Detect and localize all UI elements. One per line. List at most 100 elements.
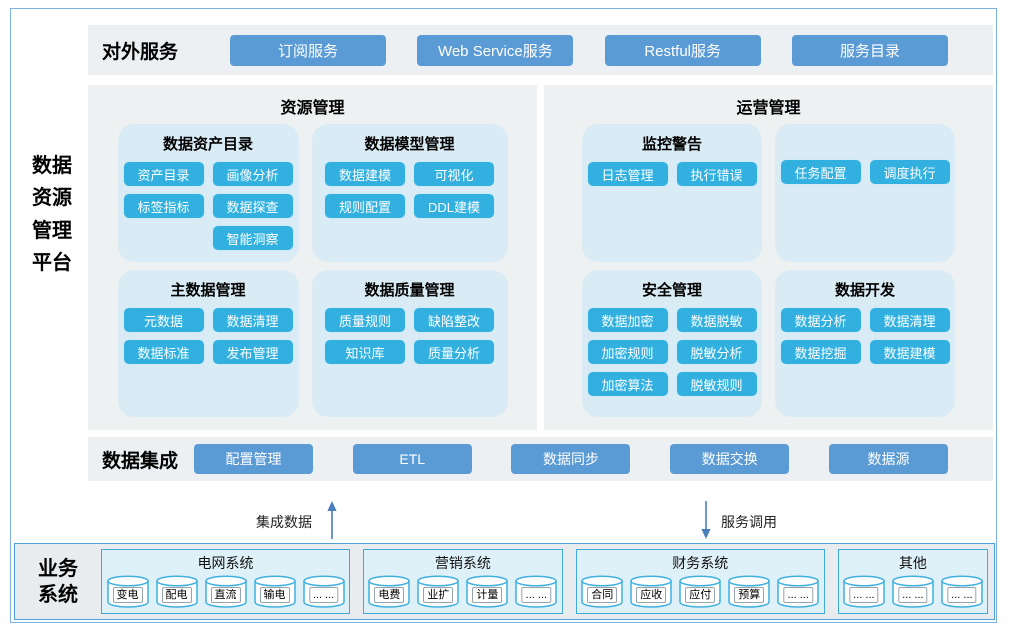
integration-node: 数据同步: [511, 444, 631, 474]
integrate-data-flow-label: 集成数据: [256, 514, 312, 530]
module-node: 可视化: [413, 161, 495, 187]
database-label: ... ...: [783, 587, 813, 603]
module-node: 数据标准: [122, 339, 205, 365]
operation-management-panel: 运营管理 监控警告日志管理执行错误任务配置调度执行安全管理数据加密数据脱敏加密规…: [544, 85, 993, 430]
module-node: 发布管理: [211, 339, 294, 365]
database-row: 电费 业扩 计量 ... ...: [367, 575, 558, 609]
module-node: 调度执行: [868, 159, 951, 185]
database-icon: ... ...: [776, 575, 820, 609]
database-icon: 直流: [204, 575, 248, 609]
module-node: 画像分析: [211, 161, 294, 187]
external-service-node: Restful服务: [604, 34, 761, 66]
module-node: DDL建模: [413, 193, 495, 219]
platform-title-line: 平台: [32, 252, 72, 275]
resource-management-title: 资源管理: [280, 100, 345, 117]
operation-management-title: 运营管理: [736, 100, 801, 117]
database-icon: ... ...: [891, 575, 935, 609]
management-panels: 资源管理 数据资产目录资产目录画像分析标签指标数据探查·智能洞察数据模型管理数据…: [88, 85, 993, 430]
module-group-title: [775, 133, 955, 152]
business-systems-panel: 业务 系统 电网系统变电配电直流输电... ...营销系统电费业扩计量... .…: [14, 543, 995, 620]
module-node: 质量分析: [413, 339, 495, 365]
module-group: 监控警告日志管理执行错误: [582, 124, 762, 262]
database-label: ... ...: [521, 587, 552, 603]
external-service-node: 服务目录: [792, 34, 948, 66]
module-node: 数据清理: [211, 307, 294, 333]
database-icon: 应收: [629, 575, 673, 609]
database-icon: 配电: [155, 575, 199, 609]
module-button-row: 数据加密数据脱敏: [582, 307, 762, 333]
database-icon: 业扩: [416, 575, 460, 609]
database-icon: ... ...: [940, 575, 984, 609]
database-icon: ... ...: [842, 575, 886, 609]
integration-node: 数据源: [828, 444, 948, 474]
business-system-box: 其他 ... ... ... ... ... ...: [837, 549, 988, 614]
database-label: 业扩: [423, 587, 454, 603]
module-button-row: 任务配置调度执行: [775, 159, 955, 185]
external-service-node: 订阅服务: [230, 34, 387, 66]
module-node: 加密规则: [586, 339, 669, 365]
module-node: 脱敏规则: [675, 371, 758, 397]
module-node: 数据探查: [211, 193, 294, 219]
database-label: 输电: [259, 587, 290, 603]
resource-management-groups: 数据资产目录资产目录画像分析标签指标数据探查·智能洞察数据模型管理数据建模可视化…: [88, 124, 537, 417]
module-node: 数据清理: [868, 307, 951, 333]
database-icon: 合同: [580, 575, 624, 609]
module-node: 数据分析: [779, 307, 862, 333]
database-label: ... ...: [898, 587, 928, 603]
module-node: 智能洞察: [211, 225, 294, 251]
module-button-row: 数据挖掘数据建模: [775, 339, 955, 365]
module-node: 数据加密: [586, 307, 669, 333]
database-icon: 电费: [367, 575, 411, 609]
business-system-title: 电网系统: [197, 555, 254, 571]
module-group: 任务配置调度执行: [775, 124, 955, 262]
module-node: 知识库: [324, 339, 406, 365]
database-label: 变电: [112, 587, 143, 603]
database-icon: 预算: [727, 575, 771, 609]
integration-node: ETL: [352, 444, 472, 474]
database-label: 计量: [472, 587, 503, 603]
business-system-boxes: 电网系统变电配电直流输电... ...营销系统电费业扩计量... ...财务系统…: [101, 549, 988, 614]
module-node: 脱敏分析: [675, 339, 758, 365]
module-group: 数据开发数据分析数据清理数据挖掘数据建模: [775, 270, 955, 417]
database-label: 应收: [636, 587, 667, 603]
business-system-box: 财务系统合同应收应付预算 ... ...: [575, 549, 825, 614]
database-label: ... ...: [947, 587, 977, 603]
business-system-title: 其他: [898, 555, 927, 571]
module-node: 质量规则: [324, 307, 406, 333]
module-node: 执行错误: [675, 161, 758, 187]
module-button-row: 加密规则脱敏分析: [582, 339, 762, 365]
module-node: 加密算法: [586, 371, 669, 397]
database-icon: 计量: [465, 575, 509, 609]
module-node: 元数据: [122, 307, 205, 333]
module-node: 日志管理: [586, 161, 669, 187]
module-group-title: 安全管理: [641, 282, 702, 299]
platform-title-line: 管理: [32, 219, 72, 242]
database-label: 电费: [374, 587, 405, 603]
database-label: 直流: [210, 587, 241, 603]
database-label: ... ...: [308, 587, 339, 603]
module-group-title: 数据质量管理: [364, 282, 455, 299]
module-button-row: 数据标准发布管理: [118, 339, 299, 365]
business-system-box: 电网系统变电配电直流 输电 ... ...: [101, 549, 351, 614]
module-node: 数据挖掘: [779, 339, 862, 365]
database-icon: 应付: [678, 575, 722, 609]
module-button-row: 元数据数据清理: [118, 307, 299, 333]
operation-management-groups: 监控警告日志管理执行错误任务配置调度执行安全管理数据加密数据脱敏加密规则脱敏分析…: [544, 124, 993, 417]
module-node: 资产目录: [122, 161, 205, 187]
module-group: 数据质量管理质量规则缺陷整改知识库质量分析: [311, 270, 508, 417]
database-row: 合同应收应付预算 ... ...: [580, 575, 820, 609]
platform-title-line: 数据: [32, 155, 72, 177]
module-group-title: 数据模型管理: [364, 136, 455, 153]
business-system-title: 财务系统: [672, 555, 729, 571]
module-button-row: 数据分析数据清理: [775, 307, 955, 333]
database-label: ... ...: [849, 587, 879, 603]
database-icon: 输电: [253, 575, 297, 609]
module-button-row: ·智能洞察: [118, 225, 299, 251]
diagram-border: [10, 8, 997, 623]
external-services-label: 对外服务: [102, 41, 179, 63]
